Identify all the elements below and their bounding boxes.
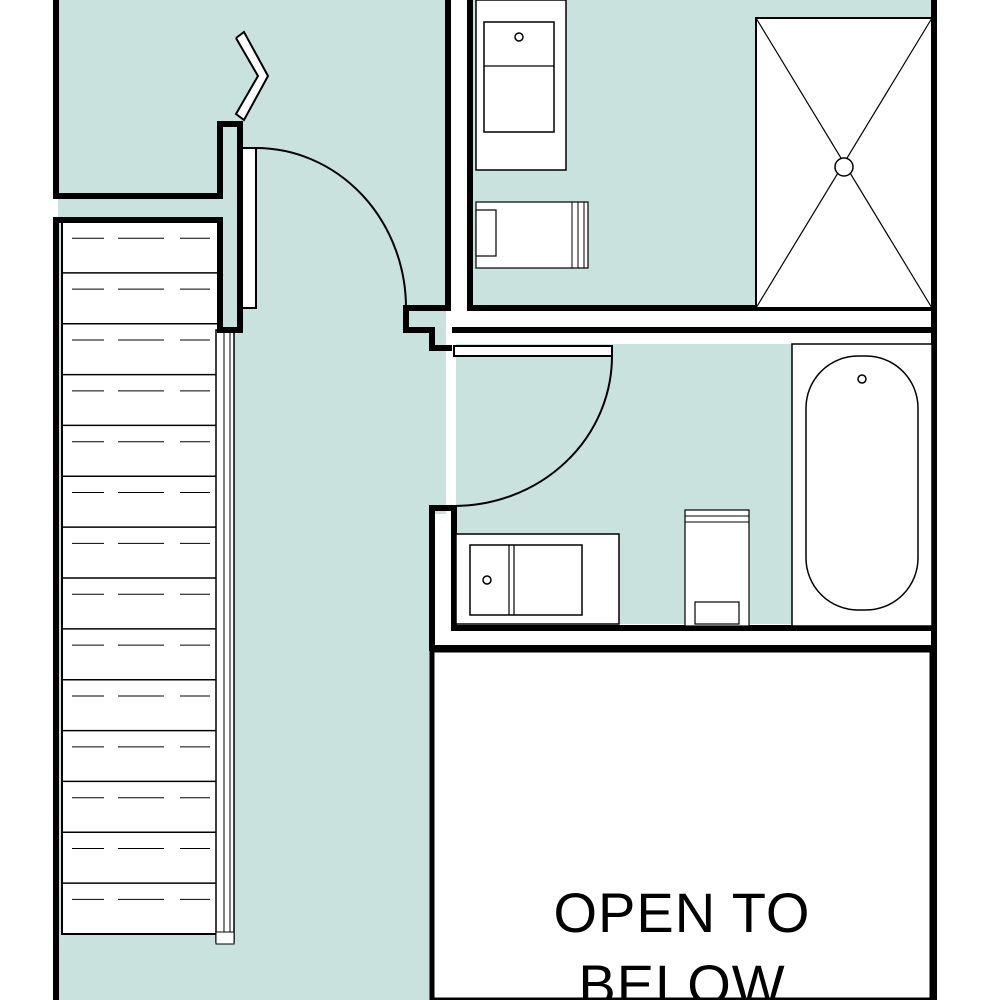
- bifold-door: [234, 30, 270, 122]
- bathroom-fixtures: [455, 343, 933, 627]
- bathtub-drain: [857, 374, 867, 384]
- door-leaf-bathroom: [453, 345, 613, 357]
- doors: [234, 30, 613, 507]
- walls: [53, 0, 937, 1000]
- landing-upper-floor: [240, 194, 446, 514]
- door-leaf-top-left: [241, 147, 257, 309]
- wall-central-partition: [403, 0, 452, 351]
- wall-top-left-room: [53, 0, 243, 1000]
- shower-drain: [834, 157, 854, 177]
- staircase: [61, 221, 219, 935]
- door-swing-top-left: [255, 147, 407, 309]
- stair-handrail: [215, 329, 235, 945]
- bathtub: [805, 355, 919, 611]
- bathroom-sink-drain: [482, 575, 492, 585]
- door-swing-bathroom: [453, 355, 613, 507]
- open-to-below-label-line1: OPEN TO: [553, 881, 810, 944]
- sink-drain: [514, 32, 524, 42]
- open-to-below-void: [429, 647, 935, 1000]
- shower-room-fixtures: [475, 0, 933, 309]
- open-to-below-label-line2: BELOW: [578, 953, 785, 1000]
